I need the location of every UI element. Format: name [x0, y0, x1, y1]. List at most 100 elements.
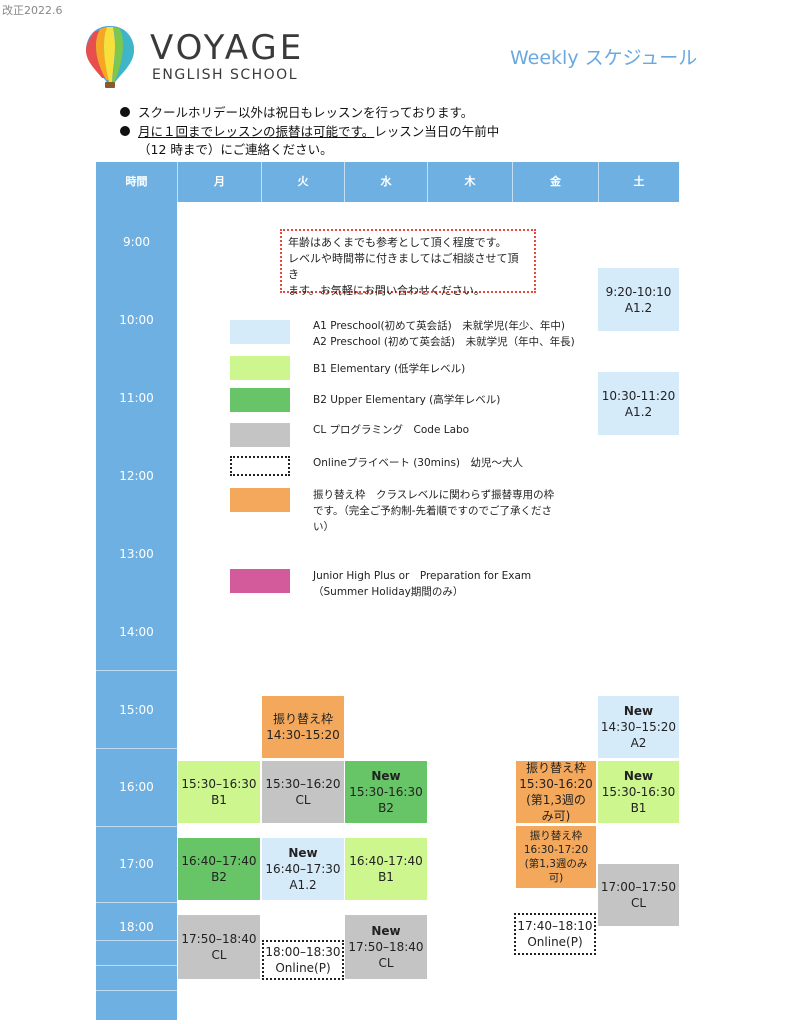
lesson-level: CL: [630, 896, 647, 910]
lesson-sat-1030: 10:30-11:20 A1.2: [598, 372, 679, 435]
remark-line: レベルや時間帯に付きましてはご相談させて頂き: [288, 252, 519, 281]
legend-swatch-furikae: [230, 488, 290, 512]
lesson-time: 15:30–16:20: [265, 777, 341, 791]
time-12: 12:00: [119, 469, 154, 483]
header-mon: 月: [214, 175, 225, 188]
lesson-time: 14:30-15:20: [266, 728, 340, 742]
lesson-time: 9:20-10:10: [605, 284, 672, 299]
lesson-wed-1530: New 15:30-16:30 B2: [345, 761, 427, 823]
legend-furikae-1: 振り替え枠 クラスレベルに関わらず振替専用の枠: [313, 489, 555, 501]
lesson-level: A2: [630, 736, 647, 750]
lesson-time: 16:40-17:40: [349, 854, 423, 868]
lesson-time: 17:50–18:40: [348, 940, 424, 954]
new-badge: New: [623, 704, 654, 718]
time-11: 11:00: [119, 391, 154, 405]
legend-online: Onlineプライベート (30mins) 幼児〜大人: [313, 457, 524, 469]
remark-line: ます。お気軽にお問い合わせください。: [288, 284, 485, 297]
lesson-time: 16:40–17:30: [265, 862, 341, 876]
lesson-tue-1640: New 16:40–17:30 A1.2: [262, 838, 344, 900]
lesson-sat-1430: New 14:30–15:20 A2: [598, 696, 679, 758]
lesson-time: 16:30-17:20: [523, 844, 589, 856]
lesson-time: 17:00–17:50: [600, 880, 677, 894]
lesson-mon-1750: 17:50–18:40 CL: [178, 915, 260, 979]
legend-a2: A2 Preschool (初めて英会話) 未就学児（年中、年長): [313, 336, 575, 348]
lesson-label: 振り替え枠: [529, 830, 583, 842]
legend-swatch-online: [230, 456, 290, 476]
time-17: 17:00: [119, 857, 154, 871]
remark-line: 年齢はあくまでも参考として頂く程度です。: [288, 236, 507, 249]
lesson-fri-1530: 振り替え枠 15:30-16:20 (第1,3週の み可): [516, 761, 596, 823]
lesson-time: 15:30–16:30: [181, 777, 257, 791]
note-holiday-text: スクールホリデー以外は祝日もレッスンを行っております。: [138, 105, 474, 120]
lesson-wed-1640: 16:40-17:40 B1: [345, 838, 427, 900]
header-fri: 金: [550, 175, 561, 188]
lesson-time: 17:50–18:40: [181, 932, 257, 946]
lesson-mon-1640: 16:40–17:40 B2: [178, 838, 260, 900]
lesson-time: 14:30–15:20: [600, 720, 677, 734]
header-wed: 水: [380, 175, 392, 188]
lesson-mon-1530: 15:30–16:30 B1: [178, 761, 260, 823]
lesson-time: 17:40–18:10: [517, 919, 593, 933]
header-tue: 火: [297, 175, 309, 188]
lesson-time: 18:00–18:30: [265, 945, 341, 959]
balloon-logo-icon: [86, 26, 134, 88]
bullet-icon: [120, 126, 130, 136]
new-badge: New: [623, 769, 654, 783]
legend-a1: A1 Preschool(初めて英会話) 未就学児(年少、年中): [313, 320, 565, 332]
time-10: 10:00: [119, 313, 154, 327]
legend-furikae-3: い）: [313, 521, 334, 533]
time-18: 18:00: [119, 920, 154, 934]
note-deadline: （12 時まで）にご連絡ください。: [138, 142, 333, 157]
lesson-label: 振り替え枠: [525, 761, 586, 775]
lesson-sat-0920: 9:20-10:10 A1.2: [598, 268, 679, 331]
lesson-level: A1.2: [289, 878, 317, 892]
note-makeup-text: レッスン当日の午前中: [374, 124, 500, 139]
lesson-sat-1530: New 15:30-16:30 B1: [598, 761, 679, 823]
legend-swatch-junior: [230, 569, 290, 593]
lesson-tue-1530: 15:30–16:20 CL: [262, 761, 344, 823]
logo-title: VOYAGE: [150, 28, 305, 68]
note-makeup-underlined: 月に１回までレッスンの振替は可能です。: [138, 124, 375, 139]
lesson-sat-1700: 17:00–17:50 CL: [598, 864, 679, 926]
lesson-time: 15:30-16:20: [519, 777, 593, 791]
legend-swatch-b1: [230, 356, 290, 380]
time-9: 9:00: [123, 235, 150, 249]
time-16: 16:00: [119, 780, 154, 794]
lesson-fri-1740: 17:40–18:10 Online(P): [514, 913, 596, 955]
lesson-time: 16:40–17:40: [181, 854, 257, 868]
legend-swatch-cl: [230, 423, 290, 447]
new-badge: New: [371, 924, 401, 938]
lesson-level: B2: [211, 870, 227, 884]
new-badge: New: [288, 846, 318, 860]
lesson-note: み可): [541, 809, 571, 823]
lesson-fri-1630: 振り替え枠 16:30-17:20 (第1,3週のみ 可): [516, 826, 596, 888]
note-makeup: 月に１回までレッスンの振替は可能です。レッスン当日の午前中: [120, 121, 499, 140]
lesson-level: B1: [630, 801, 647, 815]
time-15: 15:00: [119, 703, 154, 717]
lesson-level: A1.2: [624, 300, 653, 315]
lesson-wed-1750: New 17:50–18:40 CL: [345, 915, 427, 979]
header-sat: 土: [633, 175, 645, 188]
lesson-level: A1.2: [624, 404, 653, 419]
lesson-level: B1: [378, 870, 394, 884]
lesson-note: (第1,3週のみ: [524, 858, 588, 870]
lesson-note: (第1,3週の: [526, 793, 586, 807]
legend-swatch-a: [230, 320, 290, 344]
revision-date: 改正2022.6: [2, 4, 63, 17]
lesson-tue-1800: 18:00–18:30 Online(P): [262, 940, 344, 980]
lesson-note: 可): [548, 872, 564, 884]
legend-junior-2: （Summer Holiday期間のみ）: [313, 586, 464, 598]
note-holiday: スクールホリデー以外は祝日もレッスンを行っております。: [120, 102, 473, 121]
legend-furikae-2: です。（完全ご予約制-先着順ですのでご了承くださ: [313, 505, 552, 517]
schedule-header: 時間 月 火 水 木 金 土: [96, 162, 679, 202]
lesson-tue-1430: 振り替え枠 14:30-15:20: [262, 696, 344, 758]
lesson-level: CL: [378, 956, 394, 970]
lesson-level: Online(P): [275, 961, 331, 975]
time-column: [96, 202, 177, 1020]
legend-junior-1: Junior High Plus or Preparation for Exam: [313, 570, 532, 582]
lesson-time: 10:30-11:20: [601, 388, 676, 403]
lesson-time: 15:30-16:30: [349, 785, 423, 799]
header-thu: 木: [464, 175, 476, 188]
lesson-level: CL: [295, 793, 311, 807]
lesson-level: CL: [211, 948, 227, 962]
